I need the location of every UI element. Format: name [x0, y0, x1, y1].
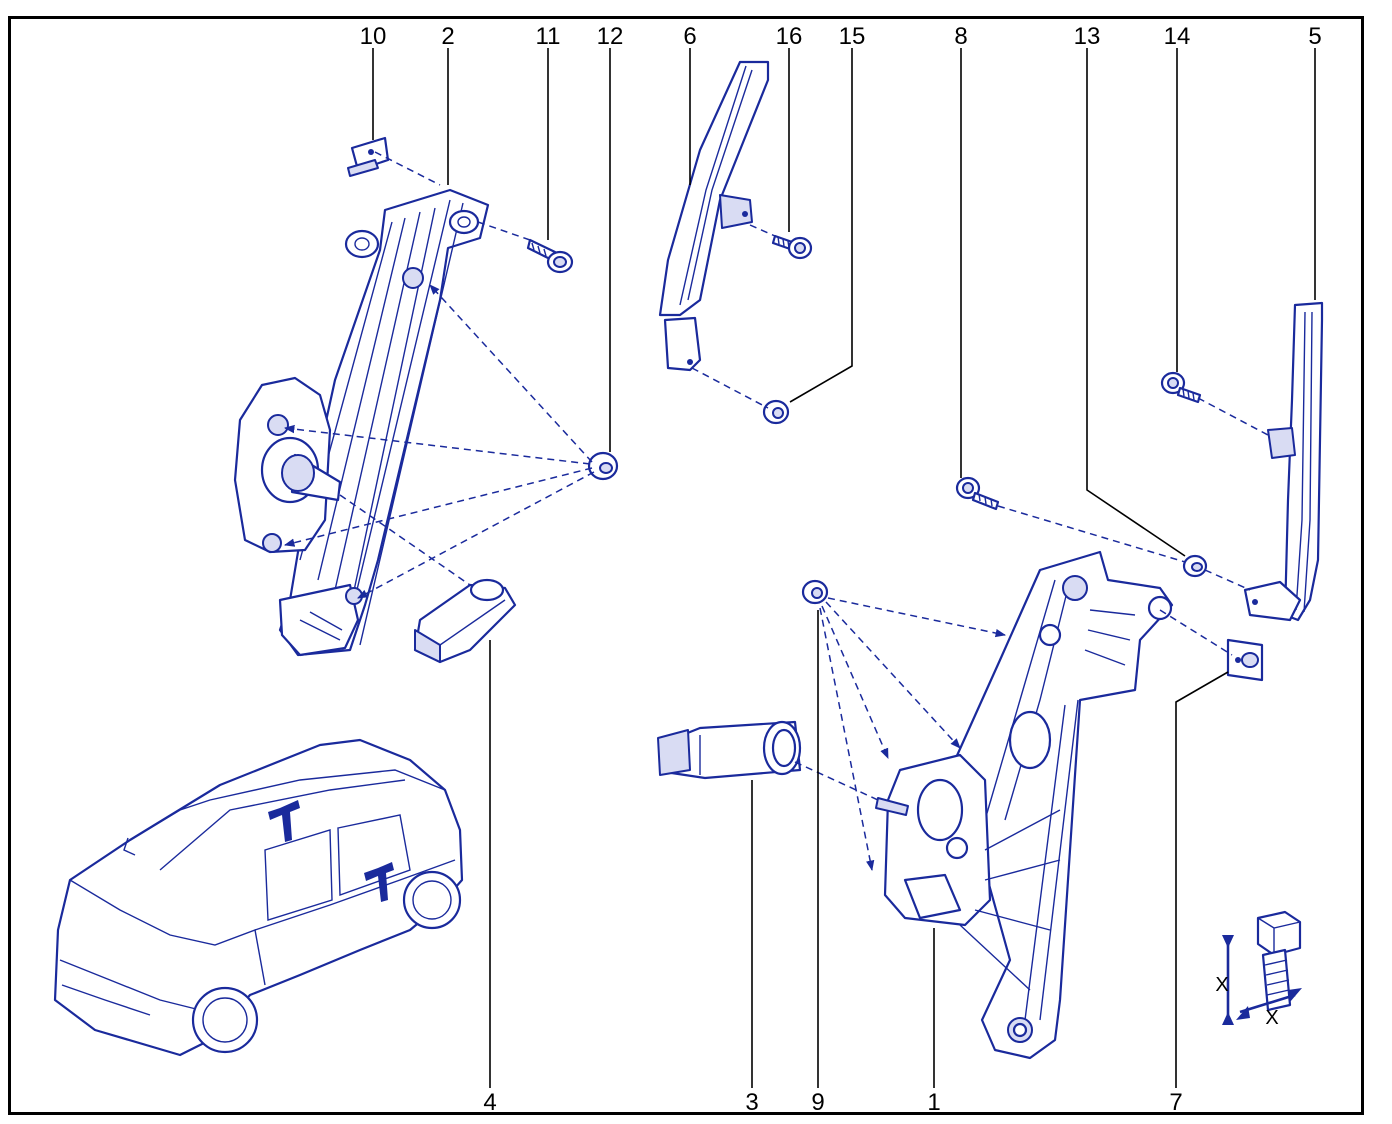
vehicle-location-illustration — [53, 738, 464, 1057]
part-16-screw — [771, 234, 813, 260]
part-4-motor-connector — [413, 578, 517, 664]
right-window-regulator — [875, 550, 1174, 1060]
callout-3: 3 — [745, 1089, 758, 1116]
bolt-dimension-x-horizontal: X — [1265, 1007, 1278, 1029]
callout-9: 9 — [811, 1089, 824, 1116]
callout-13: 13 — [1074, 23, 1101, 50]
part-10-clip — [347, 136, 390, 177]
leader-lines — [372, 48, 1316, 1088]
part-8-screw — [955, 476, 1000, 511]
part-14-screw — [1160, 371, 1202, 404]
callout-labels: 10 2 11 12 6 16 15 8 13 14 5 4 3 9 1 7 — [360, 23, 1322, 1116]
callout-4: 4 — [483, 1089, 496, 1116]
callout-6: 6 — [683, 23, 696, 50]
part-12-nut — [587, 451, 619, 481]
part-7-clip — [1226, 638, 1264, 682]
callout-14: 14 — [1164, 23, 1191, 50]
callout-16: 16 — [776, 23, 803, 50]
part-6-glass-guide — [658, 60, 770, 372]
part-3-cable-sleeve — [657, 720, 802, 780]
part-5-glass-guide — [1243, 301, 1324, 622]
callout-5: 5 — [1308, 23, 1321, 50]
part-15-nut — [762, 399, 790, 425]
left-window-regulator — [233, 188, 490, 657]
bolt-dimension-symbol: X X — [1215, 910, 1302, 1029]
assembly-dashed-lines — [283, 151, 1269, 872]
callout-2: 2 — [441, 23, 454, 50]
callout-8: 8 — [954, 23, 967, 50]
bolt-dimension-x-vertical: X — [1215, 974, 1228, 996]
part-13-nut — [1182, 554, 1208, 578]
diagram-frame — [8, 16, 1364, 1115]
callout-7: 7 — [1169, 1089, 1182, 1116]
callout-12: 12 — [597, 23, 624, 50]
callout-11: 11 — [536, 23, 561, 50]
callout-1: 1 — [927, 1089, 940, 1116]
part-9-nut — [801, 579, 829, 605]
callout-15: 15 — [839, 23, 866, 50]
part-11-screw — [526, 238, 574, 274]
callout-10: 10 — [360, 23, 387, 50]
